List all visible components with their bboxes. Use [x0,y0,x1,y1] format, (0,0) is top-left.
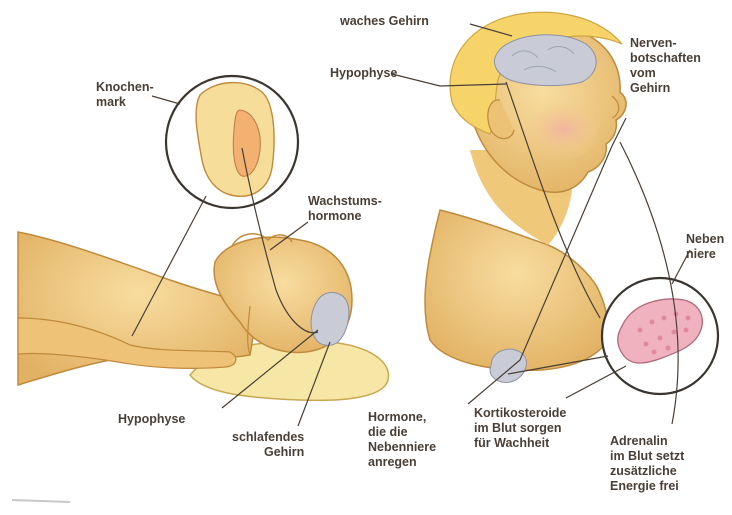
awake-brain [494,35,596,86]
label-wachstumshormone: Wachstums- hormone [308,194,382,224]
sleeping-figure [18,232,388,400]
label-hypophyse-bottom: Hypophyse [118,412,185,427]
label-nebenniere: Neben niere [686,232,724,262]
label-nervenbotschaften: Nerven- botschaften vom Gehirn [630,36,701,96]
label-hormone-nebenniere: Hormone, die die Nebenniere anregen [368,410,436,470]
adrenal-gland-small [490,349,526,382]
label-knochenmark: Knochen- mark [96,80,154,110]
bone-marrow-inset [166,76,298,208]
label-kortikosteroide: Kortikosteroide im Blut sorgen für Wachh… [474,406,566,451]
label-schlafendes-gehirn: schlafendes Gehirn [232,430,304,460]
label-hypophyse-top: Hypophyse [330,66,397,81]
label-waches-gehirn: waches Gehirn [340,14,429,29]
label-adrenalin: Adrenalin im Blut setzt zusätzliche Ener… [610,434,684,494]
awake-figure [425,12,626,382]
adrenal-inset [602,278,718,394]
awake-torso [425,210,608,370]
